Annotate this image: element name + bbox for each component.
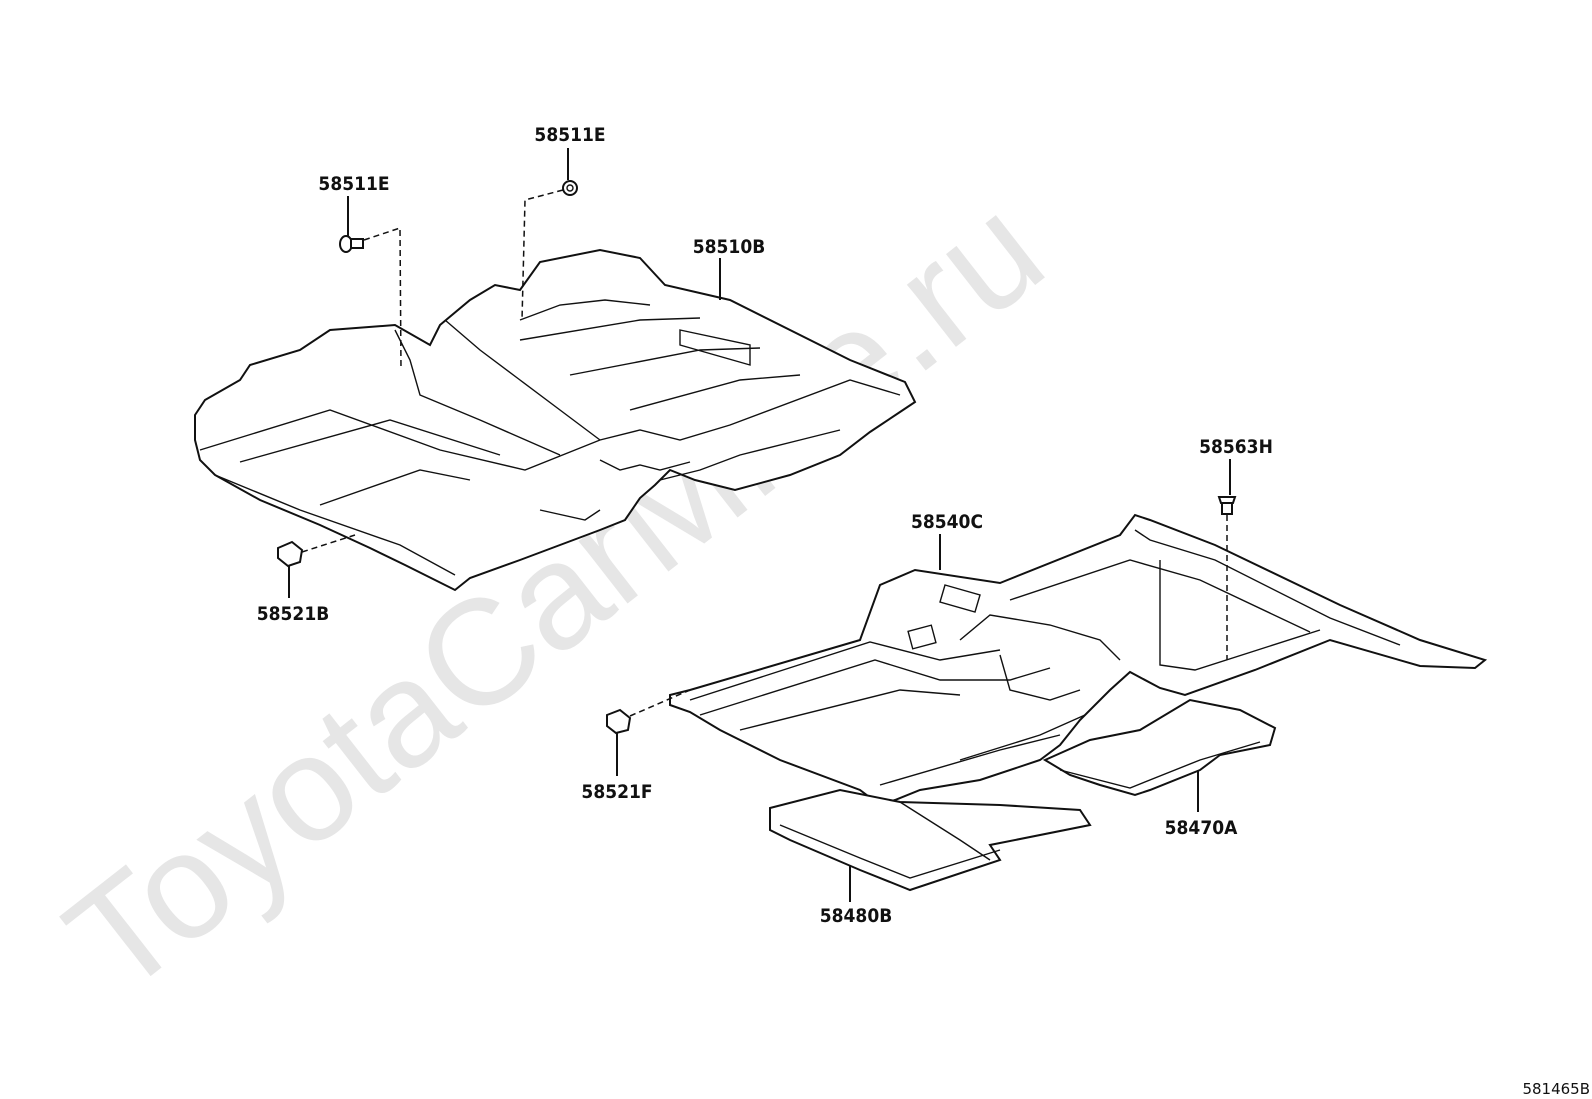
- install-line-bolt-center: [521, 189, 564, 321]
- callout-rear-carpet[interactable]: 58540C: [911, 511, 983, 533]
- callout-front-carpet[interactable]: 58510B: [693, 236, 766, 258]
- front-floor-carpet[interactable]: [194, 248, 917, 592]
- clip-rear[interactable]: [606, 708, 632, 735]
- callout-clip-left[interactable]: 58521B: [257, 603, 330, 625]
- callout-clip-rear[interactable]: 58521F: [581, 781, 652, 803]
- bolt-center[interactable]: [562, 180, 578, 196]
- callout-bolt-left[interactable]: 58511E: [318, 173, 389, 195]
- floor-pad-right[interactable]: [1042, 698, 1277, 797]
- install-line-bolt-left: [363, 226, 402, 371]
- floor-pad-center[interactable]: [769, 788, 1092, 892]
- bolt-left[interactable]: [339, 235, 364, 253]
- diagram-code: 581465B: [1522, 1080, 1590, 1098]
- callout-pad-right[interactable]: 58470A: [1165, 817, 1238, 839]
- callout-pad-center[interactable]: 58480B: [820, 905, 893, 927]
- callout-bolt-center[interactable]: 58511E: [534, 124, 605, 146]
- install-line-clip-rear: [629, 689, 691, 717]
- clip-left[interactable]: [277, 540, 304, 568]
- callout-bolt-right[interactable]: 58563H: [1199, 436, 1273, 458]
- bolt-right[interactable]: [1217, 496, 1237, 515]
